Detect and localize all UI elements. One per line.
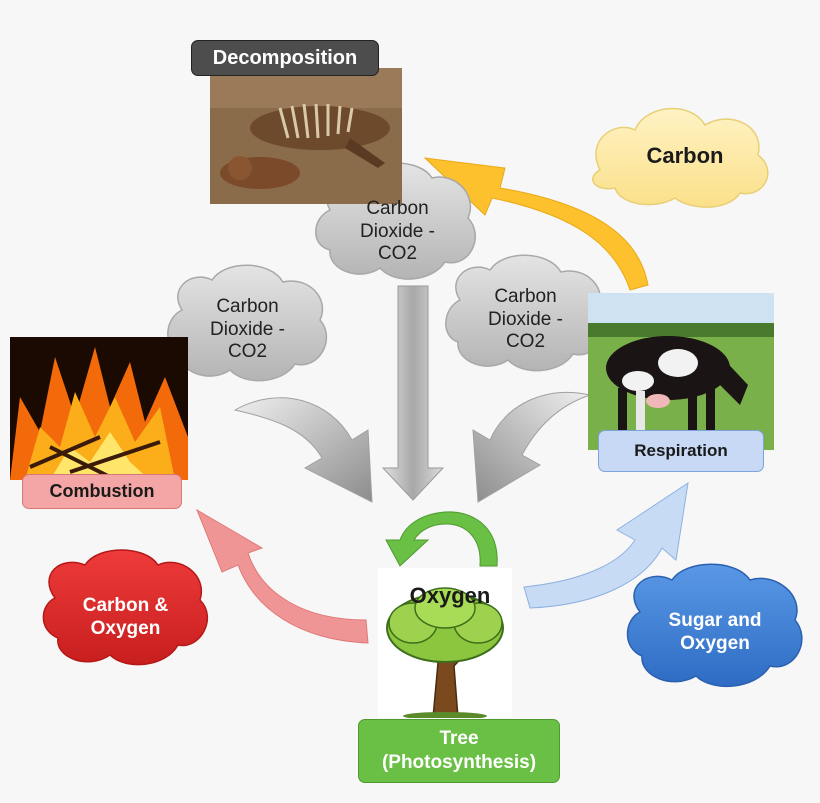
- tree-label: Tree (Photosynthesis): [358, 719, 560, 783]
- oxygen-label: Oxygen: [409, 583, 491, 608]
- arrow-blue: [523, 481, 689, 609]
- dead-animal-photo: [210, 68, 402, 204]
- arrow-gray-left: [233, 397, 373, 503]
- cloud-sugar-oxygen-text: Sugar and Oxygen: [668, 609, 762, 654]
- arrow-red: [195, 508, 369, 644]
- respiration-label: Respiration: [598, 430, 764, 472]
- arrow-yellow-carbon: [423, 157, 649, 291]
- cloud-carbon-oxygen: [42, 549, 209, 666]
- cloud-carbon-oxygen-text: Carbon & Oxygen: [82, 594, 169, 639]
- arrow-gray-vertical: [381, 285, 445, 501]
- arrow-green-cycle: [385, 511, 498, 567]
- cloud-co2-right-text: Carbon Dioxide - CO2: [488, 285, 563, 353]
- cloud-carbon-text: Carbon: [646, 142, 724, 168]
- cloud-carbon: [592, 107, 769, 208]
- tree-icon: [378, 568, 512, 718]
- cloud-co2-left-text: Carbon Dioxide - CO2: [210, 295, 285, 363]
- decomposition-label: Decomposition: [191, 40, 379, 76]
- combustion-label: Combustion: [22, 474, 182, 509]
- cloud-sugar-oxygen: [626, 563, 803, 688]
- fire-photo: [10, 337, 188, 480]
- cloud-co2-top-text: Carbon Dioxide - CO2: [360, 197, 435, 265]
- arrow-gray-right: [472, 391, 592, 503]
- cow-photo: [588, 293, 774, 450]
